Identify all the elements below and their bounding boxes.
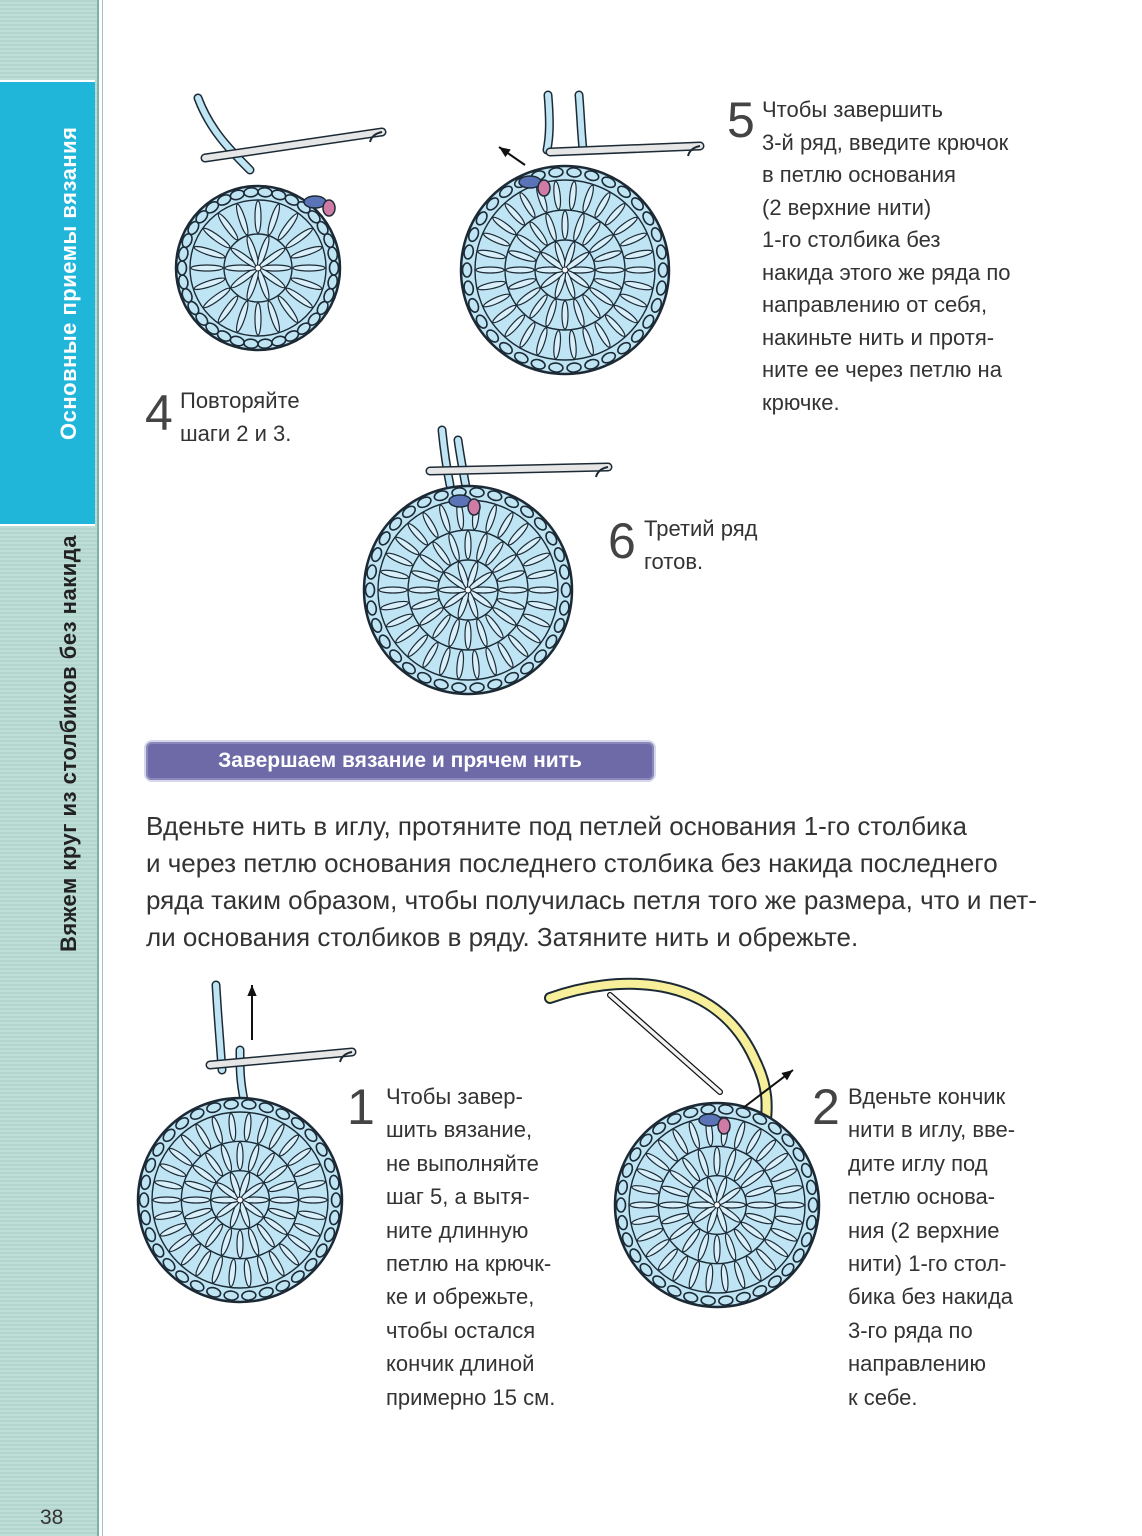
yarn-circle (362, 484, 574, 696)
crochet-hook (205, 1047, 357, 1070)
step-4-text: Повторяйте шаги 2 и 3. (180, 388, 300, 446)
page-number: 38 (40, 1506, 64, 1529)
section-header: Завершаем вязание и прячем нить (146, 742, 654, 780)
crochet-hook (545, 141, 705, 157)
final-step-1-number: 1 (347, 1079, 375, 1135)
crochet-circle-illustration-final-step1 (136, 980, 357, 1304)
final-step-2-number: 2 (812, 1079, 840, 1135)
direction-arrow (742, 1069, 794, 1109)
sidebar-divider-thin (102, 0, 103, 1536)
crochet-hook (425, 462, 613, 478)
yarn-circle (459, 164, 671, 376)
step-5-number: 5 (727, 92, 755, 148)
tab-inactive-label[interactable]: Вяжем круг из столбиков без накида (56, 535, 81, 952)
step-5-text: Чтобы завершить 3-й ряд, введите крючок … (762, 97, 1011, 415)
tab-active-label: Основные приемы вязания (56, 126, 81, 441)
crochet-circle-illustration-final-step2 (544, 977, 821, 1309)
final-step-2-text: Вденьте кончик нити в иглу, вве- дите иг… (848, 1084, 1016, 1410)
tab-active-chapter[interactable] (0, 80, 95, 526)
crochet-circle-illustration-step5 (459, 90, 705, 376)
direction-arrow (247, 985, 257, 1040)
crochet-circle-illustration-step4 (174, 93, 387, 352)
step-6-text: Третий ряд готов. (644, 516, 758, 574)
section-body-text: Вденьте нить в иглу, протяните под петле… (146, 811, 1037, 952)
step-4-number: 4 (145, 385, 173, 441)
crochet-hook (200, 127, 387, 163)
yarn-circle (174, 184, 342, 352)
sidebar-divider (97, 0, 99, 1536)
yarn-circle (136, 1096, 344, 1304)
crochet-circle-illustration-step6 (362, 425, 613, 696)
step-6-number: 6 (608, 513, 636, 569)
direction-arrow (498, 146, 526, 166)
yarn-circle (613, 1101, 821, 1309)
final-step-1-text: Чтобы завер- шить вязание, не выполняйте… (386, 1084, 556, 1410)
